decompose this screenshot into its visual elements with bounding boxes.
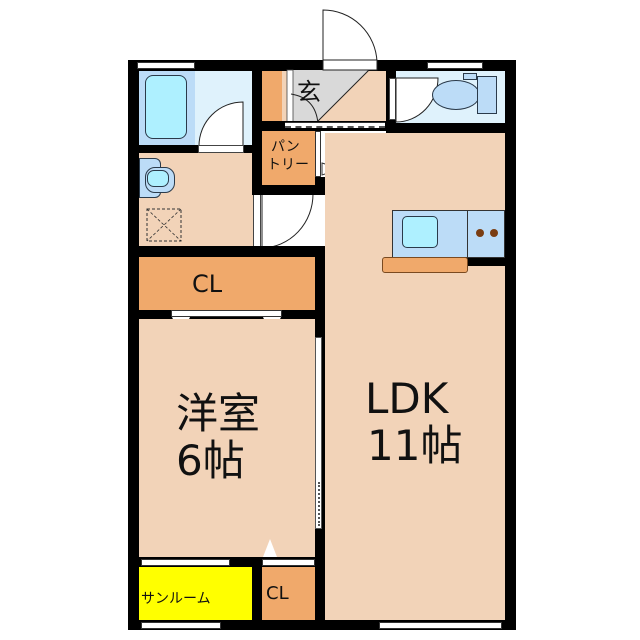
western-room-label-2: 6帖 (176, 436, 245, 485)
stove-burner-2 (490, 229, 498, 237)
western-room (139, 319, 315, 557)
toilet-wall-bottom (386, 123, 511, 133)
washroom-door-jamb (253, 193, 261, 248)
kitchen-bar-counter (382, 257, 468, 273)
closet-top-label: CL (192, 270, 223, 298)
sliding-door-bedroom-ldk[interactable] (315, 337, 322, 529)
ldk-label-2: 11帖 (367, 421, 463, 470)
entrance-label: 玄 (297, 78, 321, 106)
outer-wall-top (128, 60, 516, 71)
entrance-inner-door-arc (290, 93, 319, 125)
bathroom-door-frame (198, 145, 244, 153)
kitchen-sink (402, 216, 438, 248)
toilet-bowl (432, 80, 480, 110)
pantry-label-2: トリー (267, 157, 309, 173)
toilet-door-jamb (389, 78, 396, 120)
toilet-door[interactable] (395, 77, 441, 124)
bathtub (145, 75, 187, 139)
entrance-step (285, 122, 385, 128)
closet-bottom (262, 567, 315, 620)
closet-bottom-door-arrow (263, 539, 277, 557)
closet-bottom-door[interactable] (262, 559, 315, 566)
toilet-tank-lid (463, 73, 477, 80)
stove (467, 210, 505, 258)
washer-space-icon (146, 208, 182, 242)
wall-wash-right (252, 60, 262, 193)
ldk-label-1: LDK (365, 374, 449, 423)
shoe-closet (262, 71, 282, 121)
bathroom-door (198, 101, 244, 147)
window-toilet[interactable] (427, 62, 483, 69)
outer-wall-right (505, 60, 516, 630)
sunroom-label: サンルーム (141, 591, 211, 607)
pantry-door[interactable] (315, 131, 321, 177)
pantry-label-1: パン (271, 139, 300, 155)
western-room-label-1: 洋室 (176, 389, 261, 438)
wash-basin (147, 170, 169, 187)
window-ldk[interactable] (379, 622, 502, 629)
front-door[interactable] (322, 9, 380, 71)
closet-wall-top (128, 246, 325, 257)
outer-wall-left (128, 60, 139, 630)
entrance-floor (286, 69, 370, 123)
pantry (262, 131, 315, 185)
sunroom-wall-right (252, 557, 262, 630)
pantry-wall-left (252, 131, 262, 195)
pantry-wall-right (315, 177, 325, 195)
closet-top (139, 257, 315, 310)
pantry-wall-bottom (252, 185, 325, 195)
kitchen-back-wall (467, 258, 507, 266)
window-bathroom[interactable] (137, 62, 195, 69)
window-sunroom[interactable] (141, 622, 221, 629)
stove-burner-1 (476, 229, 484, 237)
sunroom (139, 567, 252, 620)
closet-bottom-label: CL (266, 583, 289, 604)
closet-top-door[interactable] (171, 310, 282, 317)
sliding-door-rail (318, 482, 320, 526)
washroom-door (261, 193, 314, 249)
sunroom-window-inner[interactable] (141, 559, 230, 566)
toilet-tank (477, 76, 497, 114)
